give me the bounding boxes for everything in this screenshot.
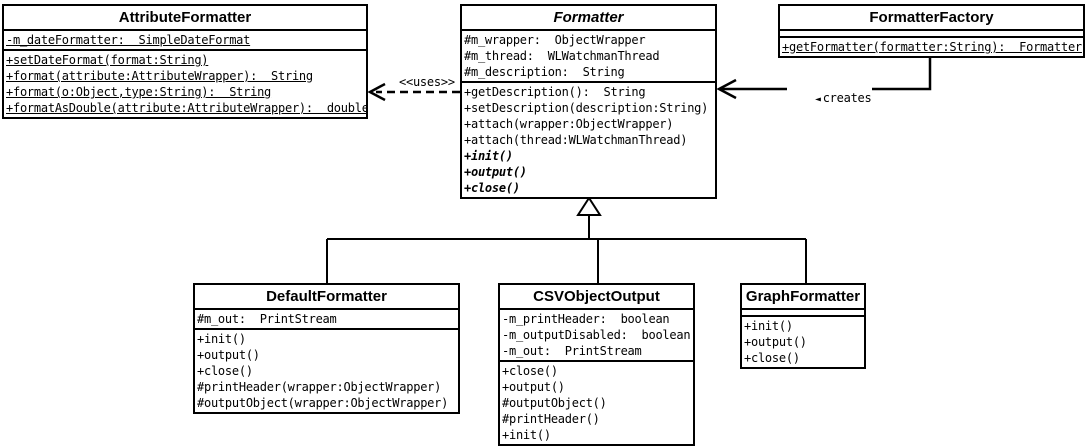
method-row: +output() (464, 165, 527, 179)
uses-open-arrowhead-icon (367, 82, 386, 102)
class-formatter: Formatter #m_wrapper: ObjectWrapper #m_t… (460, 4, 717, 199)
attribute-row: -m_dateFormatter: SimpleDateFormat (6, 33, 251, 47)
method-row: +attach(wrapper:ObjectWrapper) (464, 117, 674, 131)
class-title: CSVObjectOutput (533, 288, 660, 305)
creates-label: ◄creates (787, 77, 872, 121)
attribute-row: #m_description: String (464, 65, 625, 79)
class-title: AttributeFormatter (118, 9, 252, 26)
attributes-compartment (780, 29, 1083, 36)
class-default-formatter: DefaultFormatter #m_out: PrintStream +in… (193, 283, 460, 414)
attribute-row: -m_printHeader: boolean (502, 312, 670, 326)
method-row: +init() (464, 149, 513, 163)
methods-compartment: +init() +output() +close() (742, 315, 864, 367)
attribute-row: -m_outputDisabled: boolean (502, 328, 691, 342)
class-title: GraphFormatter (745, 288, 861, 305)
attribute-row: #m_out: PrintStream (197, 312, 337, 326)
methods-compartment: +getDescription(): String +setDescriptio… (462, 81, 715, 197)
attributes-compartment: -m_dateFormatter: SimpleDateFormat (4, 29, 366, 49)
attributes-compartment: -m_printHeader: boolean -m_outputDisable… (500, 308, 693, 360)
method-row: +setDateFormat(format:String) (6, 53, 209, 67)
class-title: FormatterFactory (869, 9, 994, 26)
method-row: +close() (502, 364, 558, 378)
method-row: +getFormatter(formatter:String): Formatt… (782, 40, 1082, 54)
method-row: +format(o:Object,type:String): String (6, 85, 272, 99)
attributes-compartment: #m_out: PrintStream (195, 308, 458, 328)
method-row: +setDescription(description:String) (464, 101, 709, 115)
method-row: +attach(thread:WLWatchmanThread) (464, 133, 688, 147)
generalization-triangle-icon (576, 196, 602, 216)
method-row: +output() (502, 380, 565, 394)
class-formatter-factory: FormatterFactory +getFormatter(formatter… (778, 4, 1085, 58)
methods-compartment: +getFormatter(formatter:String): Formatt… (780, 36, 1083, 56)
creates-direction-icon: ◄ (814, 94, 821, 105)
generalization-arrow (326, 196, 807, 284)
method-row: +init() (197, 332, 246, 346)
method-row: +getDescription(): String (464, 85, 646, 99)
method-row: #printHeader() (502, 412, 600, 426)
attributes-compartment (742, 308, 864, 315)
methods-compartment: +init() +output() +close() #printHeader(… (195, 328, 458, 412)
attribute-row: -m_out: PrintStream (502, 344, 642, 358)
method-row: #outputObject() (502, 396, 607, 410)
creates-open-arrowhead-icon (716, 78, 737, 100)
uses-label: <<uses>> (399, 75, 455, 89)
class-graph-formatter: GraphFormatter +init() +output() +close(… (740, 283, 866, 369)
method-row: +format(attribute:AttributeWrapper): Str… (6, 69, 313, 83)
class-title: DefaultFormatter (266, 288, 387, 305)
method-row: #printHeader(wrapper:ObjectWrapper) (197, 380, 442, 394)
creates-label-text: creates (822, 91, 872, 105)
method-row: +close() (197, 364, 253, 378)
class-csv-object-output: CSVObjectOutput -m_printHeader: boolean … (498, 283, 695, 446)
method-row: +init() (502, 428, 551, 442)
method-row: +output() (744, 335, 807, 349)
class-title: Formatter (553, 9, 624, 26)
methods-compartment: +close() +output() #outputObject() #prin… (500, 360, 693, 444)
method-row: +close() (744, 351, 800, 365)
method-row: #outputObject(wrapper:ObjectWrapper) (197, 396, 449, 410)
method-row: +init() (744, 319, 793, 333)
methods-compartment: +setDateFormat(format:String) +format(at… (4, 49, 366, 117)
attribute-row: #m_thread: WLWatchmanThread (464, 49, 660, 63)
method-row: +close() (464, 181, 520, 195)
attributes-compartment: #m_wrapper: ObjectWrapper #m_thread: WLW… (462, 29, 715, 81)
attribute-row: #m_wrapper: ObjectWrapper (464, 33, 646, 47)
method-row: +output() (197, 348, 260, 362)
class-attribute-formatter: AttributeFormatter -m_dateFormatter: Sim… (2, 4, 368, 119)
method-row: +formatAsDouble(attribute:AttributeWrapp… (6, 101, 366, 115)
